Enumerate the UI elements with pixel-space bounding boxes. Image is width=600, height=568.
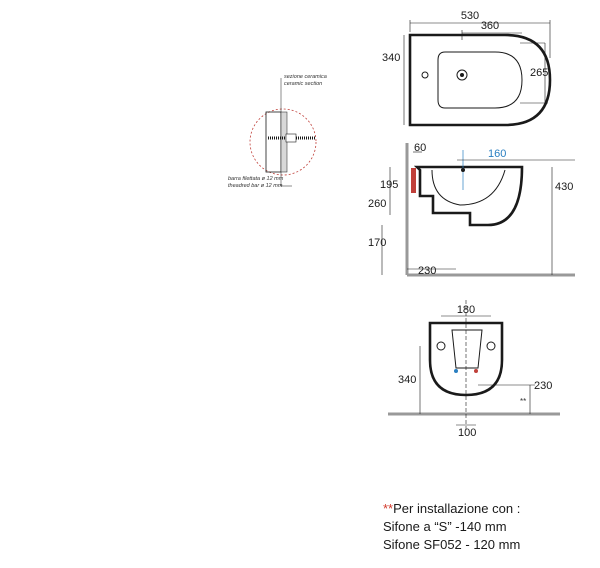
dim-170: 170 <box>368 237 386 249</box>
hot-water-icon <box>474 369 478 373</box>
dim-360: 360 <box>481 20 499 32</box>
side-view: 60 160 195 260 430 170 230 <box>368 142 575 277</box>
detail-view: sezione ceramica ceramic section barra f… <box>228 74 327 189</box>
bidet-side-outline <box>413 165 524 227</box>
detail-circle <box>249 108 317 176</box>
dim-340-front: 340 <box>398 374 416 386</box>
dim-180: 180 <box>457 304 475 316</box>
dim-530: 530 <box>461 10 479 22</box>
note-line-1-text: Per installazione con : <box>393 501 521 516</box>
bidet-top-bowl <box>437 51 523 109</box>
dim-265: 265 <box>530 67 548 79</box>
label-ceramic-it: sezione ceramica <box>284 74 327 80</box>
drain-hole-icon <box>456 69 468 81</box>
note-line-2: Sifone a “S” -140 mm <box>383 519 507 534</box>
top-view: 530 360 340 265 <box>382 10 552 127</box>
front-view: 180 340 230 100 ** <box>388 300 560 439</box>
label-ceramic-en: ceramic section <box>284 81 322 87</box>
bidet-top-outline <box>408 33 552 127</box>
right-fixing-icon <box>486 341 496 351</box>
left-fixing-icon <box>436 341 446 351</box>
dim-230-side: 230 <box>418 265 436 277</box>
note-mark: ** <box>520 397 526 406</box>
note-asterisks: ** <box>383 501 394 516</box>
dim-100: 100 <box>458 427 476 439</box>
tap-hole-icon <box>421 71 429 79</box>
cold-water-icon <box>454 369 458 373</box>
dim-160: 160 <box>488 148 506 160</box>
label-bar-it: barra filettata ø 12 mm <box>228 176 284 182</box>
dim-260: 260 <box>368 198 386 210</box>
dim-230-front: 230 <box>534 380 552 392</box>
bidet-front-outline <box>428 321 504 397</box>
label-bar-en: theadred bar ø 12 mm <box>228 183 283 189</box>
note-line-1: **Per installazione con : <box>383 501 520 516</box>
note-line-3: Sifone SF052 - 120 mm <box>383 537 521 552</box>
dim-430: 430 <box>555 181 573 193</box>
dim-195: 195 <box>380 179 398 191</box>
dim-60: 60 <box>414 142 426 154</box>
dim-340-top: 340 <box>382 52 400 64</box>
